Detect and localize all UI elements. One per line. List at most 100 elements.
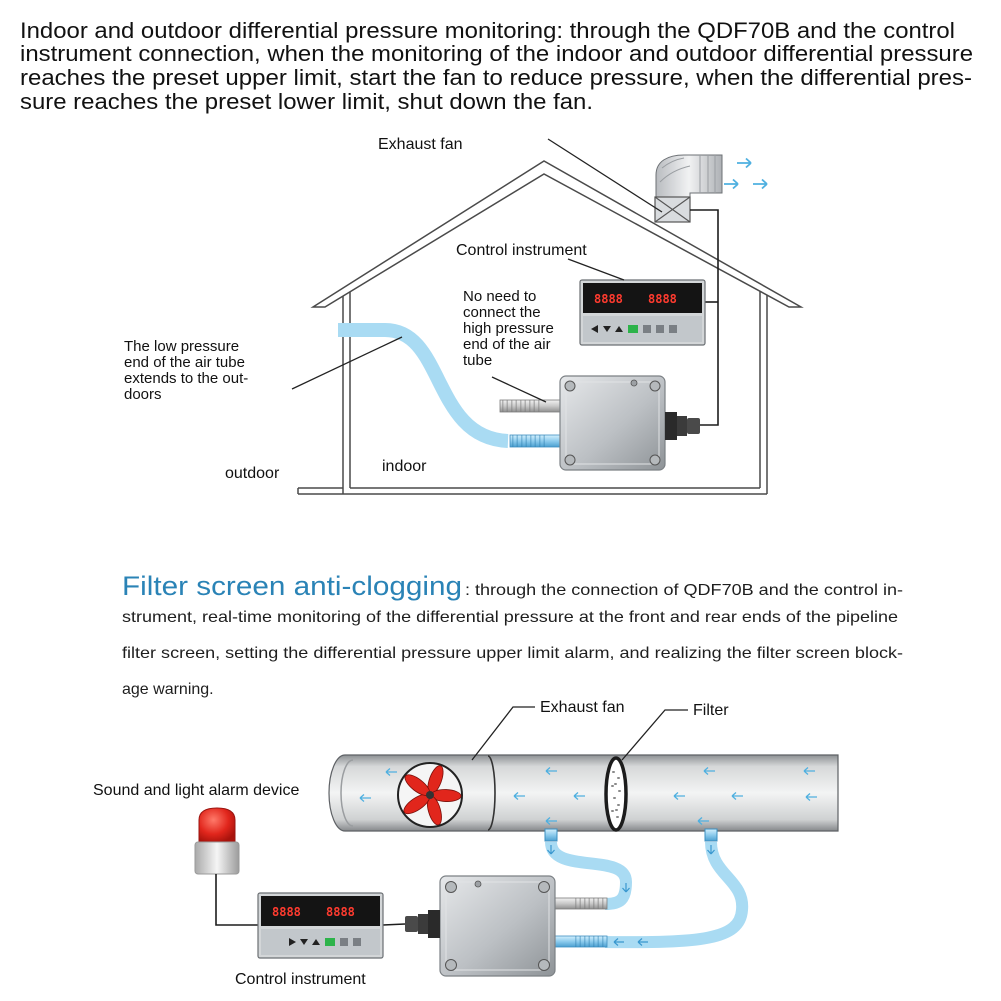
cable-gland: [665, 412, 700, 440]
exhaust-fan-label: Exhaust fan: [378, 136, 463, 153]
instrument-sv-digits: 8888: [326, 905, 355, 919]
gland-body: [677, 416, 687, 436]
pipe-exhaust-fan: [397, 762, 463, 828]
low-pressure-note-line-3: extends to the out-: [124, 370, 248, 387]
filter-mesh-dots: [611, 771, 621, 818]
instrument-left-key-icon: [591, 325, 598, 333]
instrument-key: [669, 325, 677, 333]
arrow-left-icon: [573, 792, 585, 800]
arrow-left-icon: [731, 792, 743, 800]
arrow-left-icon: [545, 767, 557, 775]
low-pressure-note-line-2: end of the air tube: [124, 354, 245, 371]
pipe-diagram: 8888 8888 Exhaust fan Filter Sound and l…: [93, 699, 839, 988]
cable-gland-2: [405, 910, 440, 938]
filter-section-text: Filter screen anti-clogging : through th…: [122, 571, 903, 698]
tube-flow-arrows: [547, 845, 715, 946]
high-pressure-note-line-5: tube: [463, 352, 492, 369]
screw-icon: [474, 880, 482, 888]
gland-nut: [665, 412, 677, 440]
front-air-tube: [545, 840, 633, 910]
arrow-left-icon: [545, 817, 557, 825]
screw-icon: [564, 454, 576, 466]
duct-to-transmitter-wire: [690, 209, 719, 426]
instrument-set-key: [628, 325, 638, 333]
arrow-left-icon: [805, 793, 817, 801]
arrow-left-icon: [613, 938, 624, 946]
qdf70b-transmitter-2: [439, 875, 556, 977]
intro-line-2: instrument connection, when the monitori…: [20, 41, 973, 66]
house-left-wall: [342, 292, 351, 494]
pipeline-inner-rim: [340, 759, 354, 827]
control-instrument-2: 8888 8888: [257, 892, 384, 959]
indoor-label: indoor: [382, 458, 427, 475]
low-pressure-note-line-1: The low pressure: [124, 338, 239, 355]
arrow-left-icon: [637, 938, 648, 946]
transmitter-lid-edge: [445, 881, 550, 971]
transmitter-body: [559, 375, 666, 471]
gland-nut: [428, 910, 440, 938]
house-roof: [310, 160, 804, 308]
house-floor: [297, 487, 767, 495]
pipe-exhaust-fan-label: Exhaust fan: [540, 699, 625, 716]
screw-icon: [649, 454, 661, 466]
exhaust-duct-ribs: [659, 155, 716, 193]
gland-cap: [687, 418, 700, 434]
filter-section-line-3: filter screen, setting the differential …: [122, 645, 903, 662]
instrument-up-key-icon: [615, 326, 623, 332]
control-instrument: 8888 8888: [579, 279, 706, 346]
low-pressure-air-tube: [338, 323, 509, 448]
front-pressure-tap: [544, 828, 558, 842]
arrow-down-icon: [707, 845, 715, 855]
control-instrument-label: Control instrument: [456, 242, 587, 259]
filter-label: Filter: [693, 702, 729, 719]
screw-icon: [445, 881, 457, 893]
rear-pressure-tap: [704, 828, 718, 842]
outdoor-label: outdoor: [225, 465, 280, 482]
intro-line-3: reaches the preset upper limit, start th…: [20, 65, 972, 90]
instrument-display: [261, 896, 380, 926]
arrow-down-icon: [622, 883, 630, 893]
screw-icon: [538, 959, 550, 971]
exhaust-duct-elbow: [655, 154, 723, 198]
screw-icon: [649, 380, 661, 392]
arrow-left-icon: [703, 767, 715, 775]
exhaust-airflow-arrows: [724, 157, 768, 190]
gland-cap: [405, 916, 418, 932]
screw-icon: [630, 379, 638, 387]
alarm-lamp-dome: [198, 807, 236, 843]
screw-icon: [538, 881, 550, 893]
instrument-sv-digits: 8888: [648, 292, 677, 306]
fan-hub: [426, 791, 434, 799]
alarm-base: [194, 841, 240, 875]
alarm-to-instrument-wire: [215, 874, 258, 926]
filter-screen: [604, 756, 628, 832]
filter-section-line-1: : through the connection of QDF70B and t…: [465, 582, 903, 599]
instrument-key: [353, 938, 361, 946]
filter-section-line-4: age warning.: [122, 681, 214, 698]
arrow-right-icon: [737, 157, 752, 169]
instrument-keypad: [261, 929, 380, 955]
exhaust-fan-box-cross: [654, 196, 691, 223]
instrument-display: [583, 283, 702, 313]
instrument-pv-digits: 8888: [272, 905, 301, 919]
arrow-left-icon: [359, 794, 371, 802]
instrument-pv-digits: 8888: [594, 292, 623, 306]
fan-mount-ring: [487, 755, 496, 831]
gland-body: [418, 914, 428, 934]
intro-paragraph: Indoor and outdoor differential pressure…: [20, 18, 973, 114]
instrument-keypad: [583, 316, 702, 342]
control-instrument-callout-line: [567, 258, 625, 281]
arrow-right-icon: [724, 178, 739, 190]
rear-air-tube: [604, 841, 749, 949]
high-pressure-note-line-1: No need to: [463, 288, 536, 305]
screw-icon: [445, 959, 457, 971]
pipe-control-instrument-label: Control instrument: [235, 971, 366, 988]
filter-section-heading: Filter screen anti-clogging: [122, 571, 462, 601]
low-pressure-note-callout-line: [291, 336, 403, 390]
exhaust-fan-callout-line: [547, 138, 663, 213]
intro-line-1: Indoor and outdoor differential pressure…: [20, 18, 955, 43]
arrow-left-icon: [697, 817, 709, 825]
instrument-right-key-icon: [289, 938, 296, 946]
high-pressure-note-callout-line: [491, 376, 547, 403]
